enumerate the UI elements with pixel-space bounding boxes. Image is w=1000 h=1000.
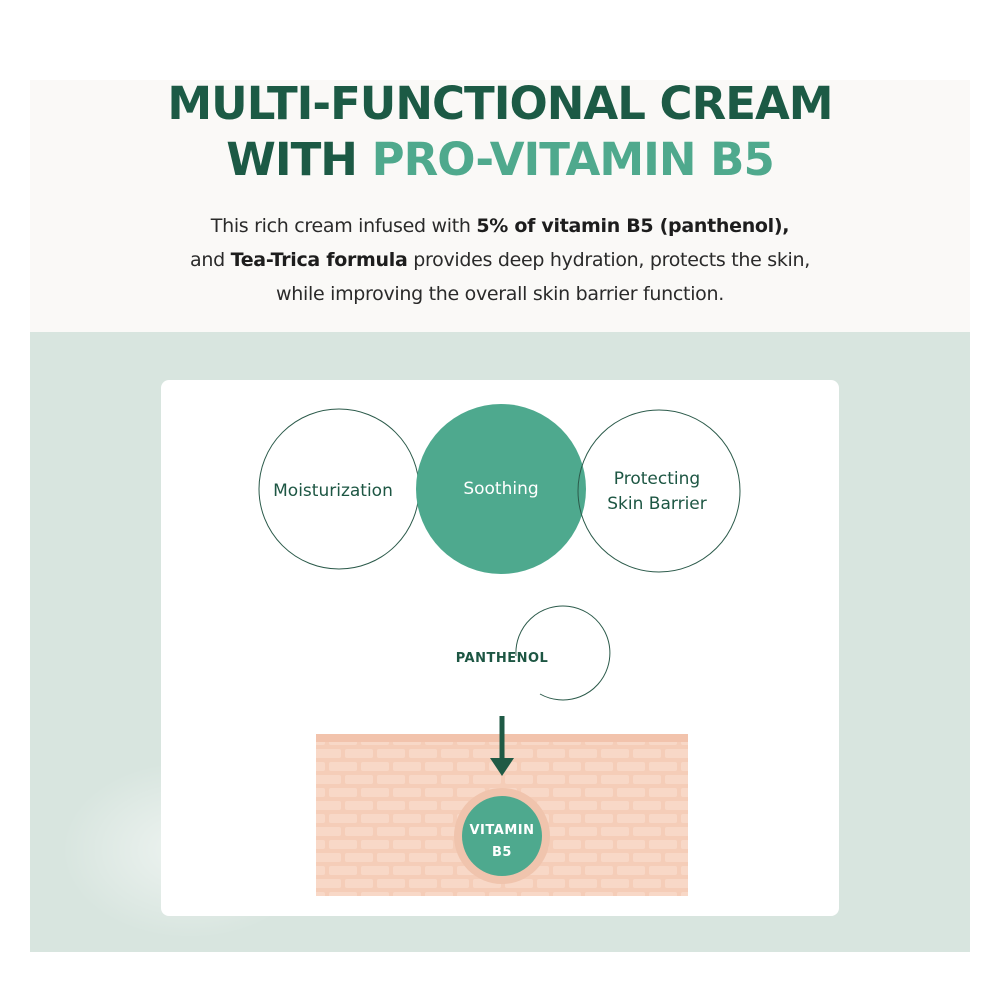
label-soothing: Soothing [463,479,538,499]
desc-line2-text: provides deep hydration, protects the sk… [407,249,811,271]
label-moisturization: Moisturization [273,481,393,501]
label-b5: B5 [492,845,512,860]
desc-line1-text: This rich cream infused with [210,215,477,237]
panthenol-circle [515,605,611,701]
label-panthenol: PANTHENOL [456,651,549,666]
product-description: This rich cream infused with 5% of vitam… [0,209,1000,311]
desc-line3-text: while improving the overall skin barrier… [276,283,724,305]
skin-barrier-circle [577,409,741,573]
label-protecting: Protecting [614,469,700,489]
vitamin-b5-circle [462,796,542,876]
soothing-circle [416,404,586,574]
label-vitamin: VITAMIN [470,823,535,838]
label-skin-barrier: Skin Barrier [607,494,706,514]
title-line-2-accent: PRO-VITAMIN B5 [371,133,775,186]
desc-line2-prefix: and [189,249,231,271]
title-line-1: MULTI-FUNCTIONAL CREAM [167,77,833,130]
benefits-diagram: Moisturization Soothing Protecting Skin … [258,404,741,896]
title-line-2-prefix: WITH [226,133,372,186]
diagram-card: Moisturization Soothing Protecting Skin … [161,380,839,916]
desc-line2-bold: Tea-Trica formula [230,249,408,271]
header-panel [30,80,970,332]
arrow-down-icon [490,758,514,776]
page-title: MULTI-FUNCTIONAL CREAM WITH PRO-VITAMIN … [0,76,1000,188]
desc-line1-bold: 5% of vitamin B5 (panthenol), [476,215,790,237]
